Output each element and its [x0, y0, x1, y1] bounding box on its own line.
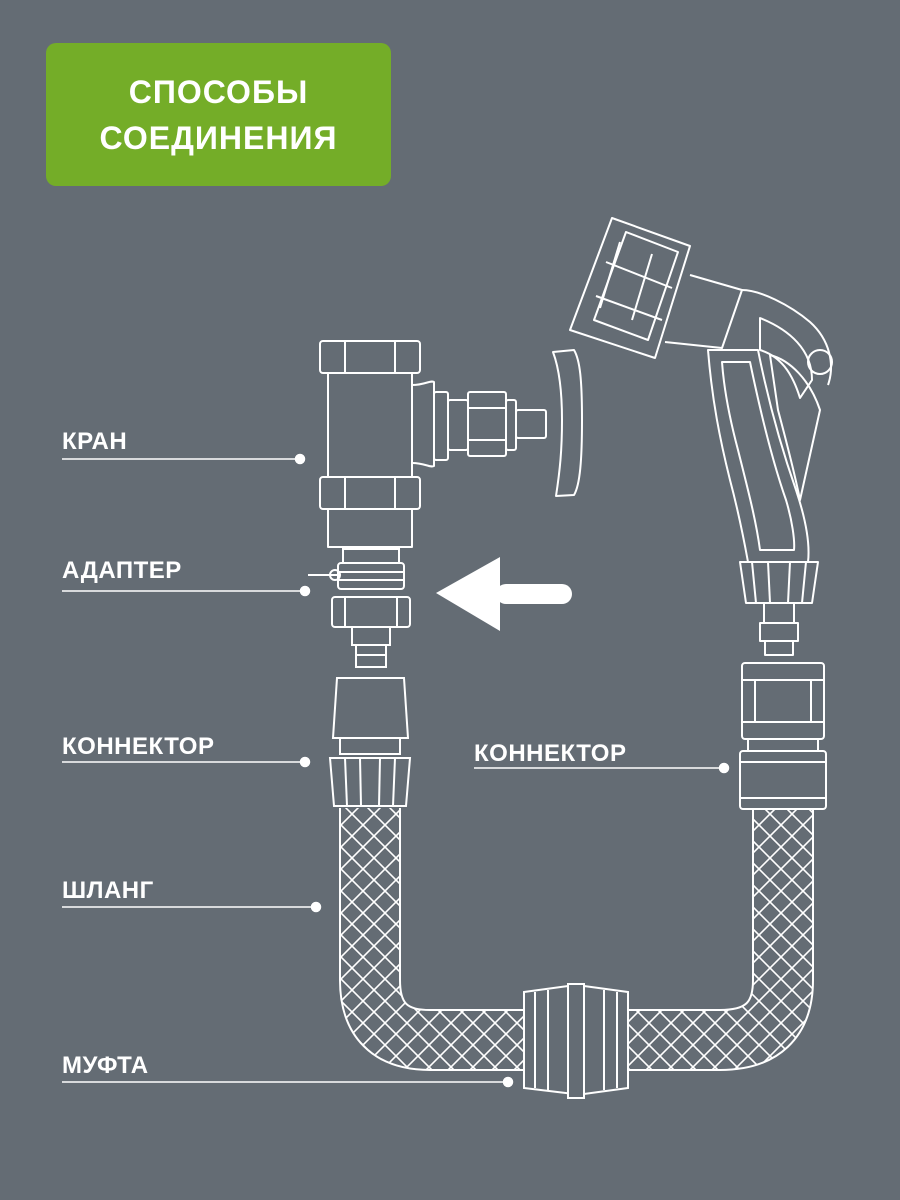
label-connector-left: КОННЕКТОР — [62, 733, 215, 760]
tap-valve — [319, 340, 583, 548]
title-line-2: СОЕДИНЕНИЯ — [99, 119, 338, 156]
connector-left — [328, 677, 412, 807]
arrow-icon — [436, 557, 572, 631]
leader-dot-adapter — [299, 585, 311, 597]
leader-dot-connector-left — [299, 756, 311, 768]
adapter — [308, 548, 411, 668]
leader-lines — [62, 453, 730, 1088]
leader-dot-hose — [310, 901, 322, 913]
label-coupling: МУФТА — [62, 1052, 149, 1079]
spray-gun — [569, 217, 833, 656]
label-adapter: АДАПТЕР — [62, 557, 182, 584]
leader-dot-connector-right — [718, 762, 730, 774]
title-line-1: СПОСОБЫ — [128, 73, 309, 110]
label-hose: ШЛАНГ — [62, 877, 154, 904]
leader-dot-coupling — [502, 1076, 514, 1088]
label-tap: КРАН — [62, 428, 128, 455]
label-connector-right: КОННЕКТОР — [474, 740, 627, 767]
title-box: СПОСОБЫ СОЕДИНЕНИЯ — [46, 43, 391, 186]
leader-dot-tap — [294, 453, 306, 465]
coupling — [523, 983, 629, 1099]
connector-right — [739, 662, 827, 810]
hose — [339, 808, 814, 1071]
